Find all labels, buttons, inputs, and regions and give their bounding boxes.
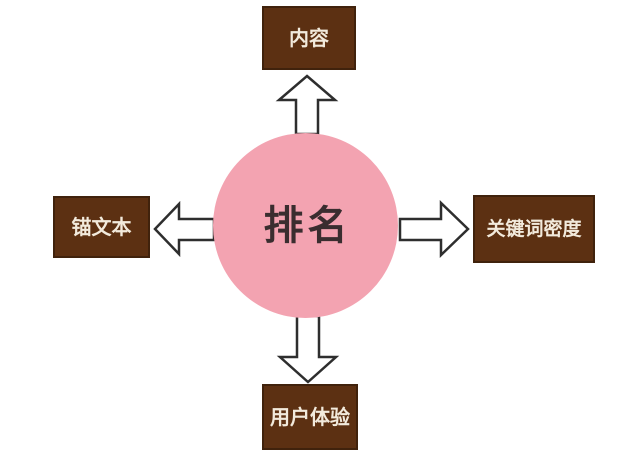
- node-user-experience: 用户体验: [262, 384, 358, 450]
- node-user-experience-label: 用户体验: [270, 405, 350, 429]
- node-anchor-text-label: 锚文本: [71, 215, 132, 239]
- arrow-left-icon: [153, 200, 216, 258]
- center-node-label: 排名: [263, 202, 352, 249]
- node-anchor-text: 锚文本: [53, 196, 150, 258]
- center-node-ranking: 排名: [213, 133, 398, 318]
- arrow-down-icon: [276, 314, 340, 384]
- arrow-right-icon: [398, 200, 470, 258]
- node-content-label: 内容: [289, 26, 329, 50]
- node-keyword-density-label: 关键词密度: [486, 217, 582, 240]
- arrow-up-icon: [275, 74, 339, 136]
- node-content: 内容: [262, 6, 356, 70]
- node-keyword-density: 关键词密度: [473, 195, 595, 263]
